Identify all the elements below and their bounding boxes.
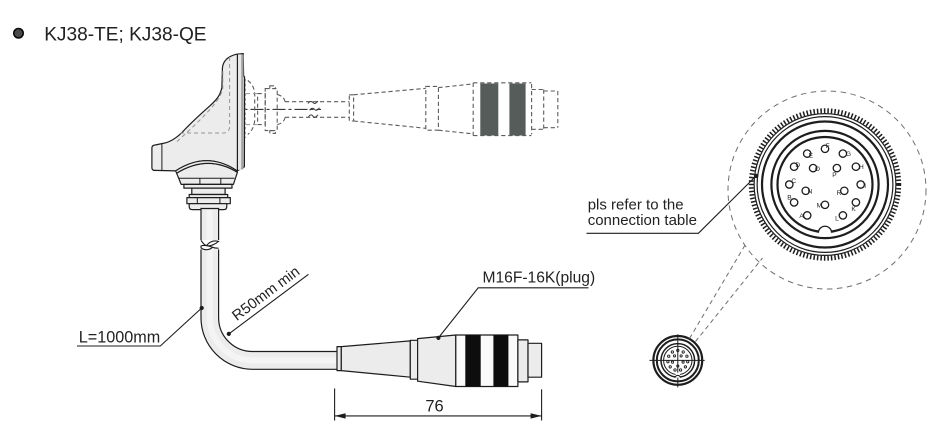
- svg-text:76: 76: [425, 398, 443, 416]
- svg-text:B: B: [787, 194, 792, 201]
- svg-text:N: N: [808, 189, 813, 196]
- svg-text:L: L: [835, 216, 839, 223]
- svg-text:F: F: [826, 143, 830, 150]
- svg-text:E: E: [809, 152, 814, 159]
- svg-text:P: P: [832, 172, 837, 179]
- svg-text:R: R: [837, 190, 842, 197]
- svg-text:connection table: connection table: [588, 212, 697, 229]
- svg-text:D: D: [795, 162, 800, 169]
- svg-text:I: I: [864, 183, 866, 190]
- svg-text:A: A: [799, 213, 804, 220]
- svg-text:H: H: [859, 164, 864, 171]
- svg-text:M16F-16K(plug): M16F-16K(plug): [483, 269, 596, 286]
- svg-text:C: C: [791, 178, 796, 185]
- svg-text:O: O: [815, 166, 820, 173]
- svg-text:KJ38-TE; KJ38-QE: KJ38-TE; KJ38-QE: [44, 25, 206, 46]
- svg-text:L=1000mm: L=1000mm: [79, 328, 160, 346]
- svg-text:G: G: [846, 151, 851, 158]
- svg-text:K: K: [851, 206, 856, 213]
- svg-text:M: M: [817, 202, 823, 209]
- svg-text:pls refer to the: pls refer to the: [588, 196, 684, 213]
